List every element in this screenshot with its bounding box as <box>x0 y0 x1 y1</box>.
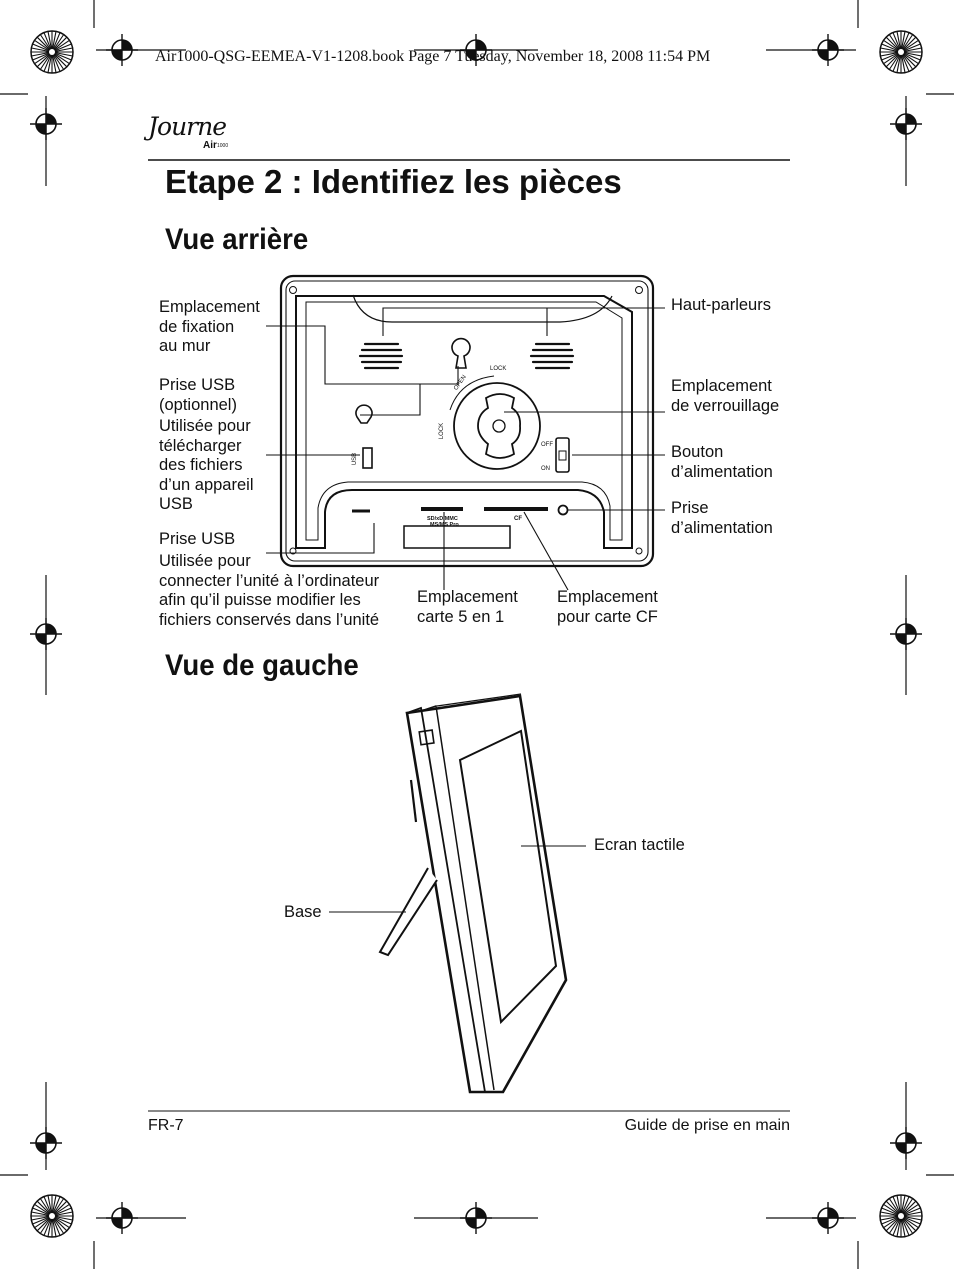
wall-mount-keyhole <box>355 404 373 424</box>
usb-optional-description: Utilisée pour télécharger des fichiers d… <box>159 417 254 513</box>
device-card-slot-text-2: MS/MS Pro <box>430 522 459 528</box>
registration-starburst-icon <box>879 30 923 74</box>
rear-view-illustration <box>279 274 655 568</box>
power-button-label: Bouton d’alimentation <box>671 443 773 481</box>
page-number: FR-7 <box>148 1117 184 1134</box>
card-cf-label: Emplacement pour carte CF <box>557 588 658 626</box>
wall-mount-label: Emplacement de fixation au mur <box>159 298 260 355</box>
power-jack-label: Prise d’alimentation <box>671 499 773 537</box>
speaker-grille-right <box>529 342 575 370</box>
lock-dial <box>453 382 541 470</box>
usb-description: Utilisée pour connecter l’unité à l’ordi… <box>159 552 380 629</box>
speaker-grille-left <box>358 342 404 370</box>
logo-script: Journe <box>148 112 227 141</box>
registration-starburst-icon <box>30 30 74 74</box>
device-on-text: ON <box>541 466 550 472</box>
guide-title: Guide de prise en main <box>624 1117 790 1134</box>
device-lock-top-text: LOCK <box>490 366 507 372</box>
page-title: Etape 2 : Identifiez les pièces <box>165 163 622 200</box>
power-switch <box>555 437 570 473</box>
card-5in1-label: Emplacement carte 5 en 1 <box>417 588 518 626</box>
device-cf-text: CF <box>514 516 522 522</box>
left-view-illustration <box>378 693 568 1094</box>
usb-optional-label: Prise USB (optionnel) <box>159 376 237 414</box>
rear-view-heading: Vue arrière <box>165 223 309 256</box>
touchscreen-panel <box>458 729 558 1025</box>
device-usb-text: USB <box>352 452 359 466</box>
touchscreen-label: Ecran tactile <box>594 836 685 854</box>
journee-logo: Journe Air 1000 <box>148 112 238 158</box>
registration-starburst-icon <box>30 1194 74 1238</box>
device-card-slot-text-1: SD/xD/MMC <box>427 516 458 522</box>
registration-starburst-icon <box>879 1194 923 1238</box>
usb-label: Prise USB <box>159 530 236 548</box>
left-leader-lines <box>329 845 586 913</box>
logo-sub: Air <box>203 140 217 151</box>
lock-slot-label: Emplacement de verrouillage <box>671 377 780 415</box>
book-header-line: Air1000-QSG-EEMEA-V1-1208.book Page 7 Tu… <box>155 48 711 65</box>
power-jack <box>557 504 569 516</box>
speakers-label: Haut-parleurs <box>671 296 771 314</box>
device-lock-side-text: LOCK <box>439 422 446 440</box>
stand <box>378 867 438 957</box>
usb-port-vertical <box>362 447 373 469</box>
wall-mount-keyhole <box>451 337 471 369</box>
logo-model: 1000 <box>217 143 229 149</box>
rear-leader-lines <box>266 307 665 591</box>
left-view-heading: Vue de gauche <box>165 649 359 682</box>
device-off-text: OFF <box>541 442 553 448</box>
label-plate <box>403 525 511 549</box>
base-label: Base <box>284 903 322 921</box>
